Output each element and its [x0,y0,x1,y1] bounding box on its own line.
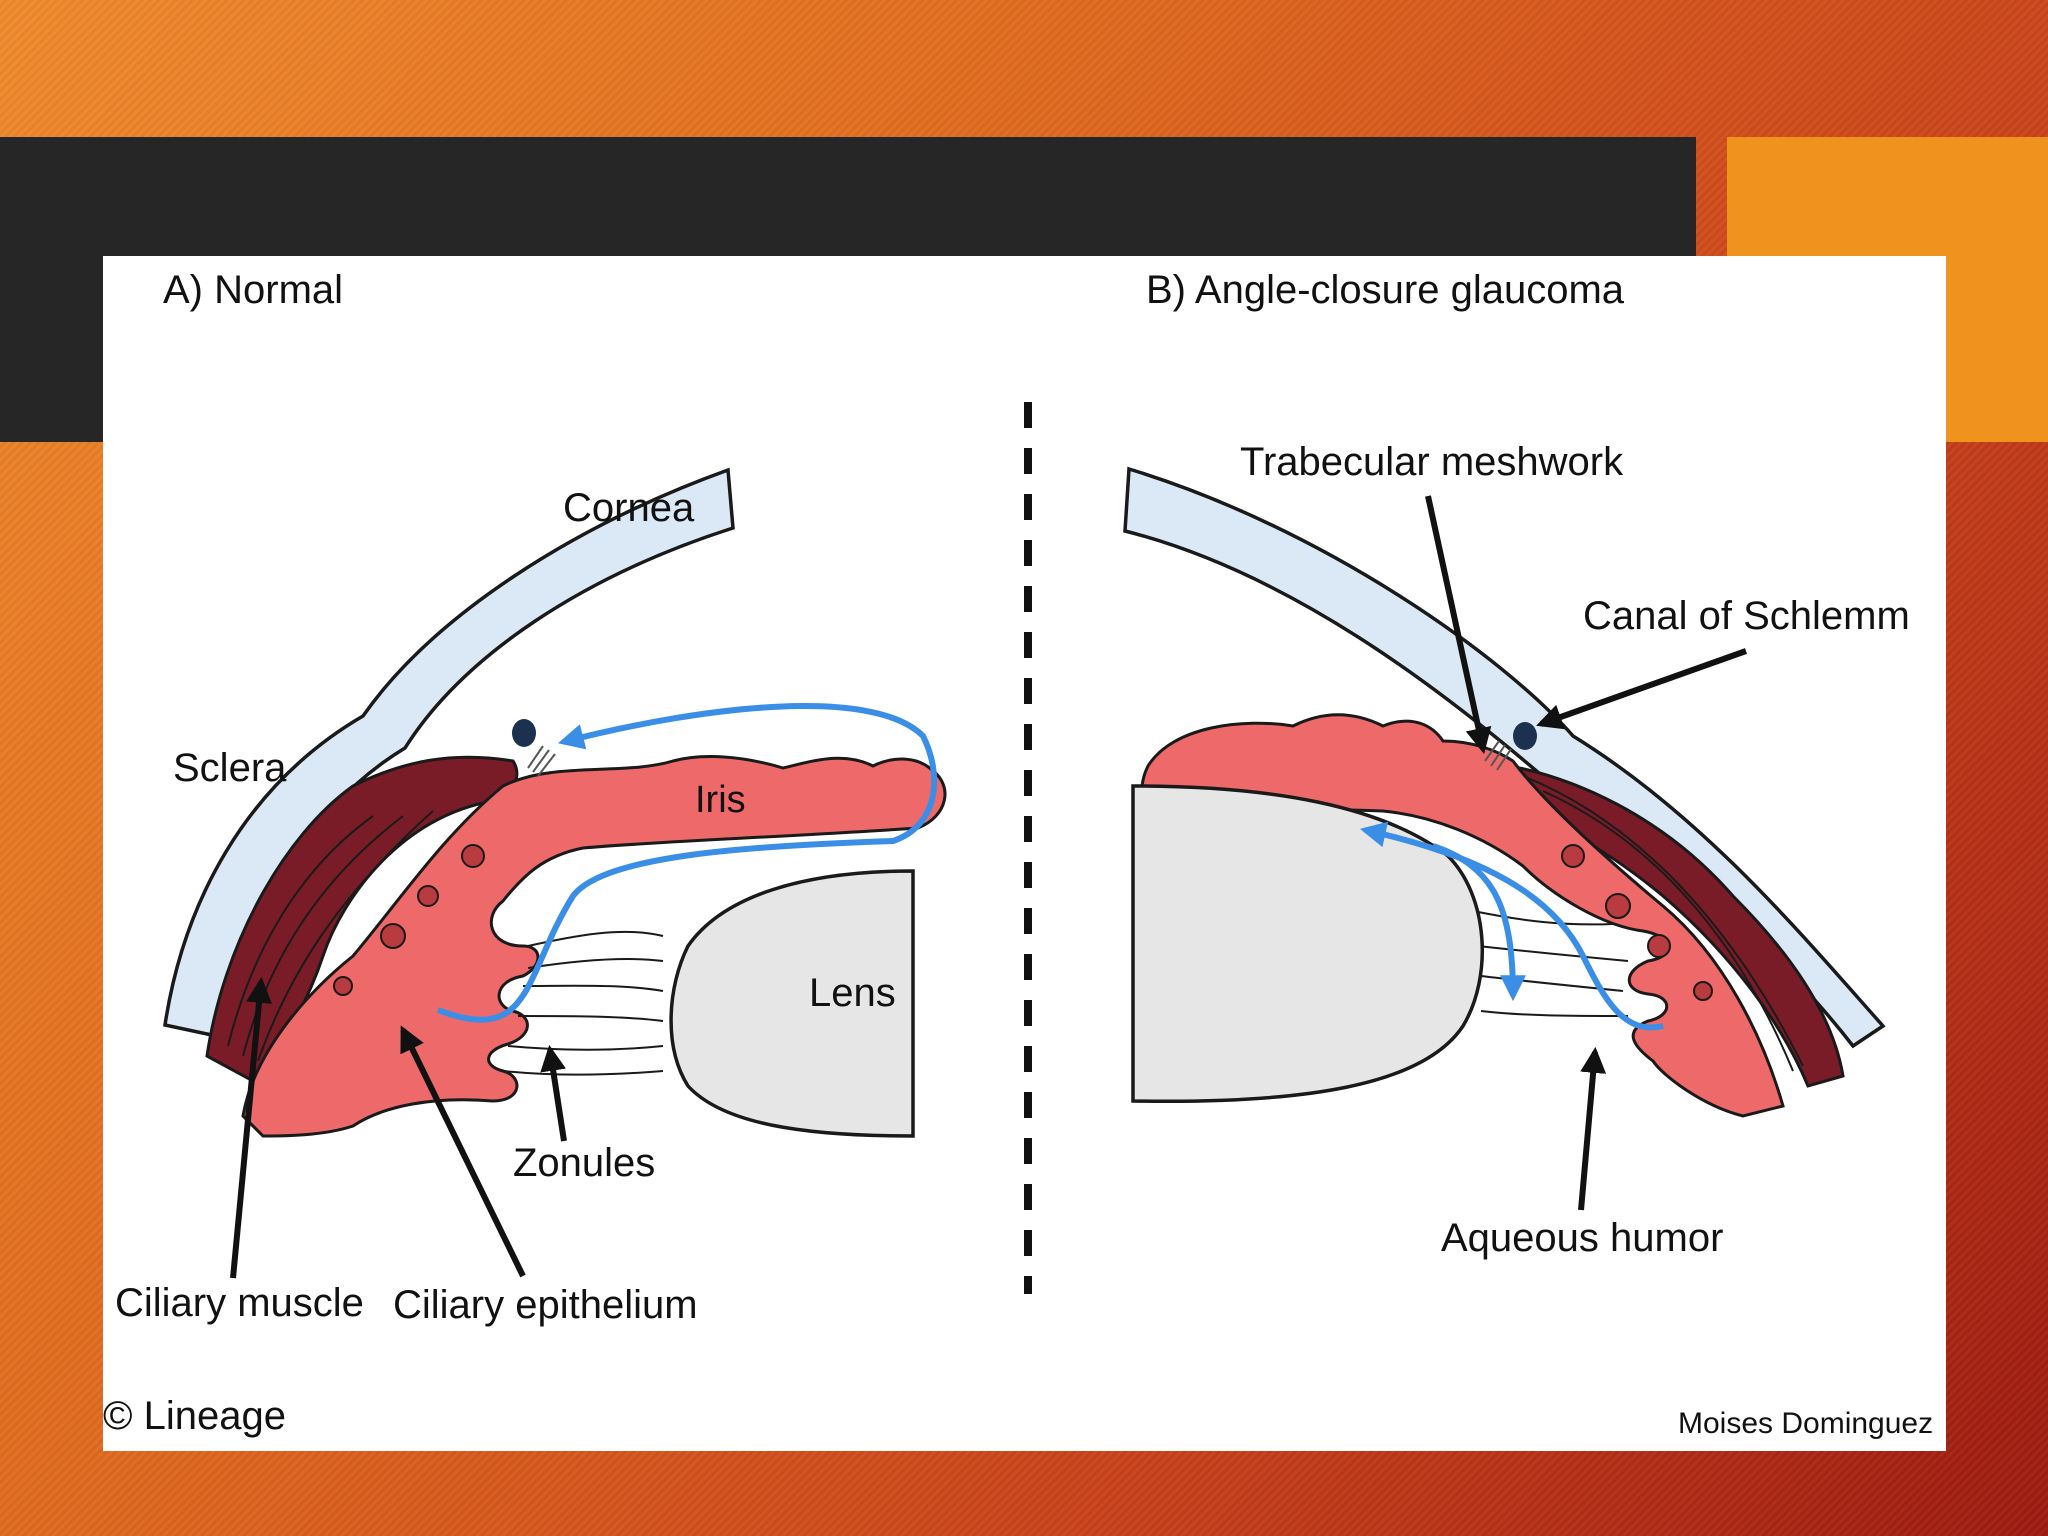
zonules-a [502,930,664,1076]
lens-b [1131,784,1485,1104]
arrow-ciliary-epithelium [400,1025,526,1278]
copyright-text: © Lineage [103,1394,286,1438]
zonules-b [1472,910,1629,1017]
eye-diagram-figure: A) Normal Cornea Sclera Iris Lens Zonule… [103,256,1946,1451]
label-canal-of-schlemm: Canal of Schlemm [1583,594,1910,638]
panel-a-title: A) Normal [163,268,343,312]
eye-diagram: A) Normal Cornea Sclera Iris Lens Zonule… [103,268,1933,1440]
canal-of-schlemm-a [512,719,536,747]
canal-of-schlemm-b [1513,722,1537,750]
aqueous-flow-a [436,703,938,1023]
label-aqueous-humor: Aqueous humor [1441,1216,1723,1260]
panel-b-angle-closure: B) Angle-closure glaucoma Trabecular mes… [1123,268,1910,1260]
arrow-zonules [540,1044,567,1142]
label-lens: Lens [809,971,896,1015]
label-ciliary-muscle: Ciliary muscle [115,1281,364,1325]
label-trabecular-meshwork: Trabecular meshwork [1240,440,1624,484]
label-cornea: Cornea [563,486,695,530]
lens-a [669,869,915,1138]
arrow-trabecular-meshwork [1425,495,1492,755]
label-ciliary-epithelium: Ciliary epithelium [393,1283,698,1327]
label-sclera: Sclera [173,746,287,790]
arrow-canal-of-schlemm [1536,648,1748,730]
label-zonules: Zonules [513,1141,655,1185]
label-iris: Iris [695,779,746,821]
panel-a-normal: A) Normal Cornea Sclera Iris Lens Zonule… [115,268,947,1327]
author-credit: Moises Dominguez [1678,1407,1933,1440]
arrow-aqueous-humor [1578,1046,1607,1211]
aqueous-flow-b2 [1432,843,1526,1002]
panel-b-title: B) Angle-closure glaucoma [1146,268,1625,312]
arrow-ciliary-muscle [230,976,272,1279]
iris-b [1140,713,1785,1118]
